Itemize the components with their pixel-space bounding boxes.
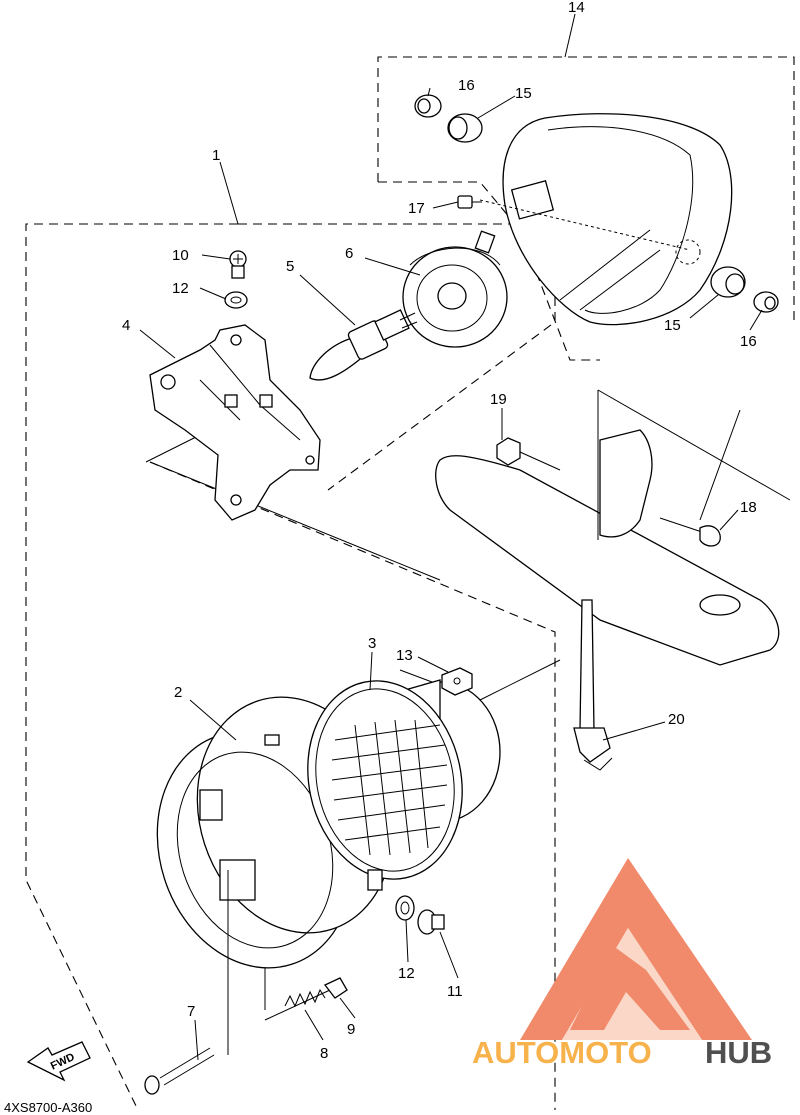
callout-1: 1 [212,147,220,164]
callout-13: 13 [396,647,413,664]
assembly-boundary-1 [25,223,556,1111]
callout-15-right: 15 [664,317,681,334]
callout-18: 18 [740,499,757,516]
callout-5: 5 [286,258,294,275]
leader-lines [139,13,763,1061]
nut-9 [323,977,348,999]
nut-19 [496,437,561,471]
screw-10 [229,250,247,279]
assembly-boundary-14 [377,56,795,361]
callout-14: 14 [568,0,585,16]
bulb [309,309,418,381]
steering-bracket [435,389,791,666]
headlight-shell [479,113,733,326]
callout-11: 11 [447,983,463,1000]
shell-grommet-15-right [710,266,746,298]
nut-13 [441,667,473,696]
callout-15-left: 15 [515,85,532,102]
bolt-17 [457,195,482,209]
adjust-screw-7 [144,870,229,1095]
screw-18 [659,517,721,547]
callout-17: 17 [408,200,425,217]
headlight-unit [307,679,501,891]
callout-4: 4 [122,317,130,334]
callout-6: 6 [345,245,353,262]
spring-8 [284,988,326,1008]
bulb-socket [402,230,508,348]
callout-3: 3 [368,635,376,652]
callout-2: 2 [174,684,182,701]
callout-12-bottom: 12 [398,965,415,982]
callout-9: 9 [347,1021,355,1038]
shell-grommet-15-left [447,113,483,143]
diagram-code: 4XS8700-A360 [4,1100,92,1115]
callouts: 1 2 3 4 5 6 7 8 9 10 11 12 12 13 14 15 1… [122,0,757,1062]
watermark-word-hub: HUB [705,1035,772,1070]
callout-16-right: 16 [740,333,757,350]
screw-11 [417,909,445,935]
washer-12-top [224,291,248,309]
watermark-logo-icon [520,858,752,1040]
callout-12-top: 12 [172,280,189,297]
callout-16-left: 16 [458,77,475,94]
callout-20: 20 [668,711,685,728]
fwd-arrow: FWD [26,1041,91,1082]
callout-19: 19 [490,391,507,408]
callout-7: 7 [187,1003,195,1020]
watermark: AUTOMOTO HUB [472,858,772,1070]
headlight-stay [149,324,321,521]
washer-12-bottom [395,895,415,921]
callout-10: 10 [172,247,189,264]
watermark-word-automoto: AUTOMOTO [472,1035,652,1070]
shell-collar-16-right [753,291,779,313]
cable-tie-20 [573,599,613,771]
shell-collar-16-left [414,94,442,118]
callout-8: 8 [320,1045,328,1062]
